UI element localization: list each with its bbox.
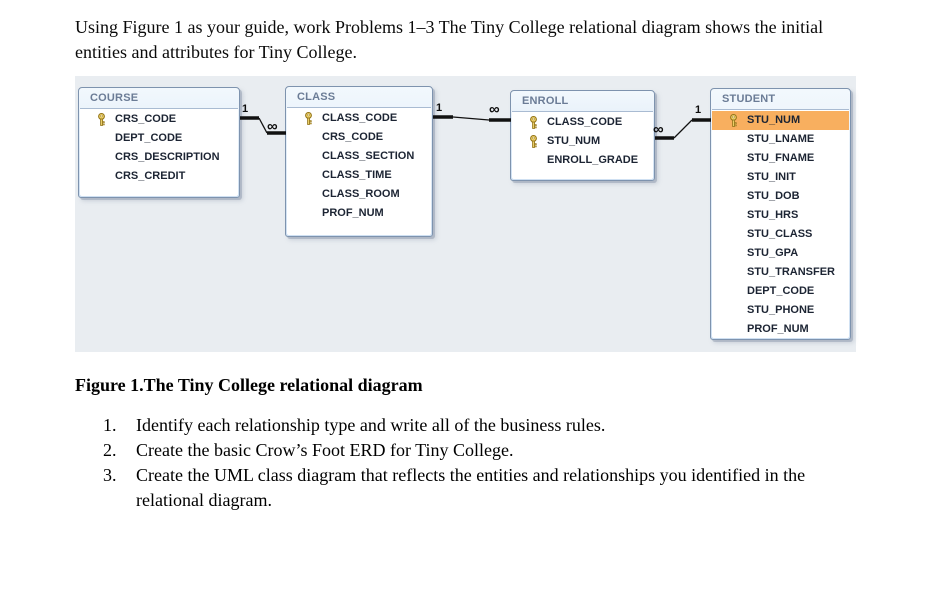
field-crs-credit: CRS_CREDIT xyxy=(80,167,238,186)
problem-text: Identify each relationship type and writ… xyxy=(136,415,606,435)
field-class-code: CLASS_CODE xyxy=(287,109,431,128)
field-prof-num: PROF_NUM xyxy=(712,320,849,338)
field-stu-init: STU_INIT xyxy=(712,168,849,187)
field-prof-num: PROF_NUM xyxy=(287,204,431,223)
field-class-time: CLASS_TIME xyxy=(287,166,431,185)
field-stu-gpa: STU_GPA xyxy=(712,244,849,263)
cardinality-one-label: 1 xyxy=(695,104,702,116)
entity-student-fields: STU_NUM STU_LNAME STU_FNAME STU_INIT STU… xyxy=(712,109,849,338)
cardinality-many-label: ∞ xyxy=(653,121,664,138)
cardinality-many-label: ∞ xyxy=(489,101,500,118)
field-label: CLASS_SECTION xyxy=(322,150,415,162)
entity-class: CLASS CLASS_CODE CRS_CODE CLASS_SECTION … xyxy=(285,86,433,237)
problem-number: 2. xyxy=(103,440,117,460)
entity-class-title: CLASS xyxy=(297,91,336,103)
key-icon xyxy=(730,114,737,127)
field-label: PROF_NUM xyxy=(322,207,384,219)
entity-class-fields: CLASS_CODE CRS_CODE CLASS_SECTION CLASS_… xyxy=(287,107,431,235)
field-label: STU_PHONE xyxy=(747,304,815,316)
field-class-code: CLASS_CODE xyxy=(512,113,653,132)
field-label: PROF_NUM xyxy=(747,323,809,335)
field-label: CRS_CODE xyxy=(115,113,177,125)
problem-number: 3. xyxy=(103,465,117,485)
problem-text: Create the basic Crow’s Foot ERD for Tin… xyxy=(136,440,514,460)
cardinality-one-label: 1 xyxy=(242,103,249,115)
field-crs-description: CRS_DESCRIPTION xyxy=(80,148,238,167)
field-crs-code: CRS_CODE xyxy=(80,110,238,129)
entity-enroll-title: ENROLL xyxy=(522,95,569,107)
field-stu-class: STU_CLASS xyxy=(712,225,849,244)
relationship-course-class xyxy=(240,116,286,135)
field-label: STU_INIT xyxy=(747,171,796,183)
field-label: CLASS_TIME xyxy=(322,169,392,181)
entity-course: COURSE CRS_CODE DEPT_CODE CRS_DESCRIPTIO… xyxy=(78,87,240,198)
field-label: DEPT_CODE xyxy=(115,132,183,144)
entity-student: STUDENT STU_NUM STU_LNAME STU_FNAME STU_… xyxy=(710,88,851,340)
field-label: CLASS_ROOM xyxy=(322,188,400,200)
field-label: STU_NUM xyxy=(547,135,601,147)
field-label: STU_DOB xyxy=(747,190,800,202)
entity-student-title: STUDENT xyxy=(722,93,776,105)
field-label: STU_CLASS xyxy=(747,228,813,240)
field-label: STU_FNAME xyxy=(747,152,815,164)
problem-item-1: 1. Identify each relationship type and wr… xyxy=(103,413,875,438)
field-label: STU_GPA xyxy=(747,247,799,259)
key-icon xyxy=(530,135,537,148)
figure-caption: Figure 1.The Tiny College relational dia… xyxy=(75,375,423,395)
field-label: ENROLL_GRADE xyxy=(547,154,639,166)
problem-item-2: 2. Create the basic Crow’s Foot ERD for T… xyxy=(103,438,875,463)
figure-diagram-panel: COURSE CRS_CODE DEPT_CODE CRS_DESCRIPTIO… xyxy=(75,76,856,352)
field-label: STU_LNAME xyxy=(747,133,815,145)
key-icon xyxy=(98,113,105,126)
field-dept-code: DEPT_CODE xyxy=(712,282,849,301)
field-stu-fname: STU_FNAME xyxy=(712,149,849,168)
field-label: CRS_CREDIT xyxy=(115,170,186,182)
field-label: STU_HRS xyxy=(747,209,799,221)
field-label: STU_TRANSFER xyxy=(747,266,836,278)
field-class-room: CLASS_ROOM xyxy=(287,185,431,204)
field-stu-num: STU_NUM xyxy=(512,132,653,151)
problem-item-3: 3. Create the UML class diagram that refl… xyxy=(103,463,875,513)
field-stu-num-highlighted: STU_NUM xyxy=(712,111,849,130)
field-stu-hrs: STU_HRS xyxy=(712,206,849,225)
field-stu-lname: STU_LNAME xyxy=(712,130,849,149)
field-label: CRS_DESCRIPTION xyxy=(115,151,220,163)
entity-enroll: ENROLL CLASS_CODE STU_NUM ENROLL_GRADE xyxy=(510,90,655,181)
key-icon xyxy=(530,116,537,129)
field-label: DEPT_CODE xyxy=(747,285,815,297)
field-stu-transfer: STU_TRANSFER xyxy=(712,263,849,282)
key-icon xyxy=(305,112,312,125)
entity-course-fields: CRS_CODE DEPT_CODE CRS_DESCRIPTION CRS_C… xyxy=(80,108,238,196)
field-stu-dob: STU_DOB xyxy=(712,187,849,206)
entity-course-title: COURSE xyxy=(90,92,139,104)
field-class-section: CLASS_SECTION xyxy=(287,147,431,166)
field-crs-code: CRS_CODE xyxy=(287,128,431,147)
cardinality-many-label: ∞ xyxy=(267,118,278,135)
field-enroll-grade: ENROLL_GRADE xyxy=(512,151,653,170)
field-label: CRS_CODE xyxy=(322,131,384,143)
problem-text: Create the UML class diagram that reflec… xyxy=(136,465,806,510)
entity-enroll-fields: CLASS_CODE STU_NUM ENROLL_GRADE xyxy=(512,111,653,179)
problem-list: 1. Identify each relationship type and wr… xyxy=(103,413,875,513)
field-dept-code: DEPT_CODE xyxy=(80,129,238,148)
field-label: STU_NUM xyxy=(747,114,801,126)
field-stu-phone: STU_PHONE xyxy=(712,301,849,320)
problem-intro-text: Using Figure 1 as your guide, work Probl… xyxy=(75,17,824,62)
problem-number: 1. xyxy=(103,415,117,435)
cardinality-one-label: 1 xyxy=(436,102,443,114)
field-label: CLASS_CODE xyxy=(322,112,398,124)
field-label: CLASS_CODE xyxy=(547,116,623,128)
